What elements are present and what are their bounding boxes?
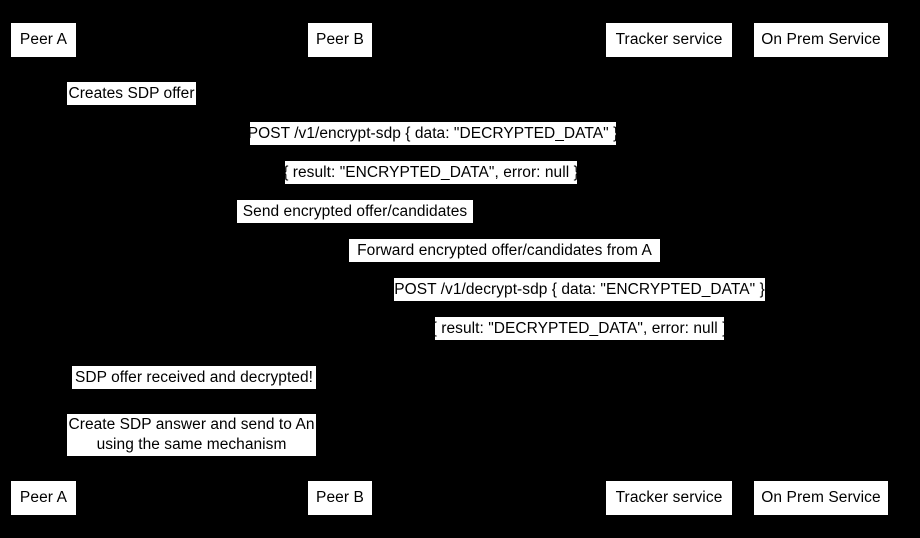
message-text: Send encrypted offer/candidates (242, 203, 468, 220)
lifeline-tracker-service (669, 58, 670, 480)
lifeline-on-prem-service (821, 58, 822, 480)
message-label-sdp-offer-received: SDP offer received and decrypted! (72, 366, 316, 389)
lifeline-peer-b (340, 58, 341, 480)
participant-label: On Prem Service (761, 489, 881, 507)
message-label-decrypt-sdp-result: { result: "DECRYPTED_DATA", error: null … (432, 317, 727, 340)
message-text: Forward encrypted offer/candidates from … (357, 242, 652, 259)
message-label-encrypt-sdp-result: { result: "ENCRYPTED_DATA", error: null … (283, 161, 579, 184)
participant-footer-tracker-service[interactable]: Tracker service (605, 480, 733, 516)
participant-footer-on-prem-service[interactable]: On Prem Service (753, 480, 889, 516)
participant-footer-peer-a[interactable]: Peer A (10, 480, 77, 516)
participant-label: On Prem Service (761, 31, 881, 49)
lifeline-peer-a (43, 58, 44, 480)
message-text: POST /v1/encrypt-sdp { data: "DECRYPTED_… (247, 125, 619, 142)
message-text-line-1: Create SDP answer and send to An (68, 416, 315, 433)
message-label-post-encrypt-sdp: POST /v1/encrypt-sdp { data: "DECRYPTED_… (247, 122, 619, 145)
participant-label: Peer A (19, 489, 68, 507)
participant-header-peer-b[interactable]: Peer B (307, 22, 373, 58)
message-text: { result: "DECRYPTED_DATA", error: null … (431, 320, 728, 337)
participant-header-on-prem-service[interactable]: On Prem Service (753, 22, 889, 58)
message-label-create-sdp-answer: Create SDP answer and send to An using t… (67, 414, 316, 456)
message-label-creates-sdp-offer: Creates SDP offer (67, 82, 196, 105)
participant-label: Peer B (316, 489, 364, 507)
message-text: Creates SDP offer (68, 85, 195, 102)
participant-label: Peer A (19, 31, 68, 49)
message-text: POST /v1/decrypt-sdp { data: "ENCRYPTED_… (394, 281, 765, 298)
participant-label: Tracker service (615, 31, 723, 49)
participant-footer-peer-b[interactable]: Peer B (307, 480, 373, 516)
message-text: { result: "ENCRYPTED_DATA", error: null … (283, 164, 579, 181)
message-text: SDP offer received and decrypted! (74, 369, 314, 386)
participant-label: Tracker service (615, 489, 723, 507)
message-label-send-encrypted-offer: Send encrypted offer/candidates (237, 200, 473, 223)
participant-header-tracker-service[interactable]: Tracker service (605, 22, 733, 58)
participant-label: Peer B (316, 31, 364, 49)
message-text-line-2: using the same mechanism (96, 436, 287, 453)
message-label-forward-encrypted-offer: Forward encrypted offer/candidates from … (349, 239, 660, 262)
participant-header-peer-a[interactable]: Peer A (10, 22, 77, 58)
message-label-post-decrypt-sdp: POST /v1/decrypt-sdp { data: "ENCRYPTED_… (394, 278, 765, 301)
